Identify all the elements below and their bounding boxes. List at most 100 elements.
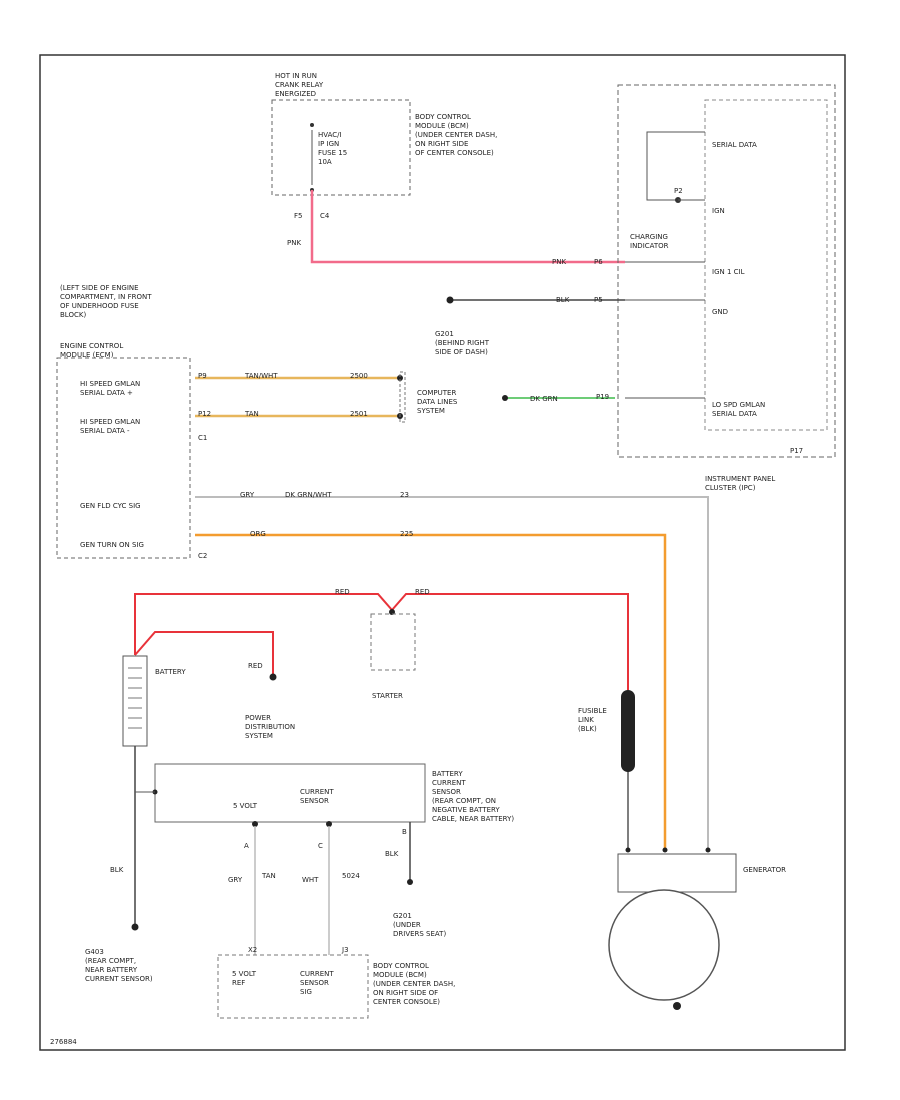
tan-wht-wire-end bbox=[397, 375, 403, 381]
computer-data-box bbox=[399, 371, 406, 423]
wire-blk-label-2: BLK bbox=[385, 850, 399, 858]
g201-seat-dot bbox=[407, 879, 413, 885]
wire-org-label: ORG bbox=[250, 530, 266, 538]
ipc-inner-box bbox=[704, 99, 828, 431]
ipc-name-label: INSTRUMENT PANEL CLUSTER (IPC) bbox=[705, 475, 776, 492]
figure-id: 276884 bbox=[50, 1038, 77, 1046]
pin-x2: X2 bbox=[248, 946, 258, 954]
wire-gry-label-2: GRY bbox=[228, 876, 243, 884]
pin-p9: P9 bbox=[198, 372, 207, 380]
starter-label: STARTER bbox=[372, 692, 403, 700]
pin-p2: P2 bbox=[674, 187, 683, 195]
wire-red-label-3: RED bbox=[248, 662, 263, 670]
sensor-pin-a bbox=[252, 821, 258, 827]
bcs-sensor-label: CURRENT SENSOR bbox=[300, 788, 334, 805]
pin-f5: F5 bbox=[294, 212, 303, 220]
hs-data-minus-label: HI SPEED GMLAN SERIAL DATA - bbox=[80, 418, 141, 435]
org-wire bbox=[195, 533, 667, 850]
wire-pnk-label: PNK bbox=[287, 239, 302, 247]
fusible-link bbox=[621, 690, 635, 772]
pin-j3: J3 bbox=[342, 946, 349, 954]
fuse-block-box bbox=[271, 99, 411, 196]
wire-tan-label-2: TAN bbox=[262, 872, 276, 880]
generator-top bbox=[617, 853, 737, 893]
pin-p5: P5 bbox=[594, 296, 603, 304]
ipc-ign-label: IGN bbox=[712, 207, 725, 215]
pin-c2: C2 bbox=[198, 552, 208, 560]
battery-label: BATTERY bbox=[155, 668, 186, 676]
dk-grn-wire-end bbox=[502, 395, 508, 401]
circuit-2500: 2500 bbox=[350, 372, 368, 380]
pin-b: B bbox=[402, 828, 407, 836]
wire-dk-grn-label: DK GRN bbox=[530, 395, 558, 403]
red-wire-pds bbox=[134, 631, 274, 675]
generator-ground-dot bbox=[673, 1002, 681, 1010]
ipc-serial-wire bbox=[646, 131, 705, 201]
circuit-225: 225 bbox=[400, 530, 414, 538]
ecm-box bbox=[56, 357, 191, 559]
bcm-sensor-sig-label: CURRENT SENSOR SIG bbox=[300, 970, 334, 996]
ground-g201-seat-label: G201 (UNDER DRIVERS SEAT) bbox=[393, 912, 447, 938]
pin-p6: P6 bbox=[594, 258, 603, 266]
ground-g201-dot bbox=[446, 296, 454, 304]
ecm-location-label: (LEFT SIDE OF ENGINE COMPARTMENT, IN FRO… bbox=[60, 284, 152, 319]
pds-dot bbox=[269, 673, 277, 681]
ipc-lo-data-label: LO SPD GMLAN SERIAL DATA bbox=[712, 401, 766, 418]
fusible-link-label: FUSIBLE LINK (BLK) bbox=[578, 707, 607, 733]
ipc-gnd-label: GND bbox=[712, 308, 729, 316]
bcs-name-label: BATTERY CURRENT SENSOR (REAR COMPT, ON N… bbox=[432, 770, 515, 823]
ground-g403-label: G403 (REAR COMPT, NEAR BATTERY CURRENT S… bbox=[85, 948, 153, 983]
fuse-terminal-top bbox=[310, 123, 314, 127]
red-wire-main bbox=[134, 593, 629, 690]
circuit-23: 23 bbox=[400, 491, 409, 499]
current-sensor-box bbox=[154, 763, 426, 823]
fuse-label: HVAC/I IP IGN FUSE 15 10A bbox=[318, 131, 348, 166]
wire-tan-label: TAN bbox=[245, 410, 259, 418]
hs-data-plus-label: HI SPEED GMLAN SERIAL DATA + bbox=[80, 380, 141, 397]
wire-pnk-label-2: PNK bbox=[552, 258, 567, 266]
charging-indicator-label: CHARGING INDICATOR bbox=[630, 233, 669, 250]
pin-p17: P17 bbox=[790, 447, 804, 455]
circuit-5024: 5024 bbox=[342, 872, 360, 880]
gen-term-3 bbox=[705, 847, 711, 853]
starter-box bbox=[370, 613, 416, 671]
wire-wht-label: WHT bbox=[302, 876, 319, 884]
gry-wire bbox=[195, 496, 709, 850]
generator-body bbox=[608, 889, 720, 1001]
pink-wire bbox=[310, 190, 625, 264]
ipc-outer-box bbox=[617, 84, 836, 458]
wire-blk-label: BLK bbox=[556, 296, 570, 304]
gen-term-1 bbox=[625, 847, 631, 853]
bcs-5v-label: 5 VOLT bbox=[233, 802, 258, 810]
wire-tan-wht-label: TAN/WHT bbox=[245, 372, 278, 380]
wire-red-label-1: RED bbox=[335, 588, 350, 596]
gen-term-2 bbox=[662, 847, 668, 853]
ecm-label: ENGINE CONTROL MODULE (ECM) bbox=[60, 342, 124, 359]
ipc-ign-coil-label: IGN 1 CIL bbox=[712, 268, 745, 276]
pin-c4: C4 bbox=[320, 212, 330, 220]
pin-p19: P19 bbox=[596, 393, 610, 401]
generator-label: GENERATOR bbox=[743, 866, 786, 874]
wire-dk-grn-wht-label: DK GRN/WHT bbox=[285, 491, 332, 499]
bcm-5v-ref-label: 5 VOLT REF bbox=[232, 970, 257, 987]
ground-g201-label: G201 (BEHIND RIGHT SIDE OF DASH) bbox=[435, 330, 490, 356]
pin-c: C bbox=[318, 842, 323, 850]
gen-fld-label: GEN FLD CYC SIG bbox=[80, 502, 141, 510]
pin-a: A bbox=[244, 842, 249, 850]
diagram-frame bbox=[39, 54, 846, 1051]
wire-gry-label: GRY bbox=[240, 491, 255, 499]
fuse-block-header: HOT IN RUN CRANK RELAY ENERGIZED bbox=[275, 72, 324, 98]
bcm-bottom-label: BODY CONTROL MODULE (BCM) (UNDER CENTER … bbox=[373, 962, 456, 1006]
battery-cells bbox=[128, 667, 142, 729]
wire-blk-label-3: BLK bbox=[110, 866, 124, 874]
bcm-top-label: BODY CONTROL MODULE (BCM) (UNDER CENTER … bbox=[415, 113, 498, 157]
power-dist-label: POWER DISTRIBUTION SYSTEM bbox=[245, 714, 296, 740]
g403-dot bbox=[131, 923, 139, 931]
pin-c1: C1 bbox=[198, 434, 208, 442]
gen-turn-on-label: GEN TURN ON SIG bbox=[80, 541, 144, 549]
sensor-pin-c bbox=[326, 821, 332, 827]
battery-body bbox=[122, 655, 148, 747]
bcm-bottom-box bbox=[217, 954, 369, 1019]
wire-red-label-2: RED bbox=[415, 588, 430, 596]
